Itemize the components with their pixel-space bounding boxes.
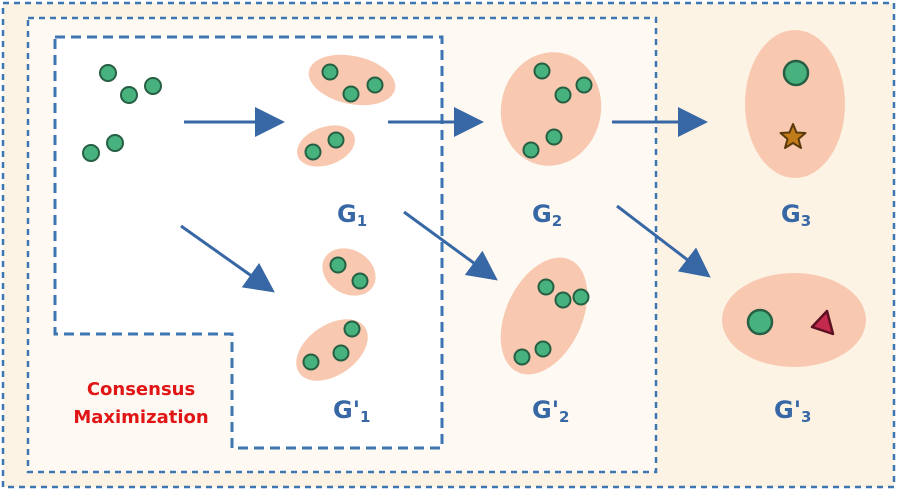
graph-g3 [745,30,845,178]
node-g2-2 [575,76,593,94]
label-g3-prime: G'3 [774,396,811,426]
node-g1p-1 [329,256,347,274]
node-input-3 [120,86,138,104]
node-input-1 [99,64,117,82]
node-g1-4 [327,131,345,149]
node-g1p-3 [343,320,361,338]
node-g3p-1 [746,308,774,336]
arrow-g1-to-g2-prime [403,210,498,281]
graph-g3-prime [722,273,866,367]
node-g2p-1 [537,278,555,296]
arrows [180,107,711,293]
blob-g2p [500,257,588,375]
node-g2-4 [545,128,563,146]
node-g1p-2 [351,272,369,290]
node-g1-5 [304,143,322,161]
label-g1: G1 [337,200,367,230]
node-g1p-5 [302,353,320,371]
label-g3: G3 [781,200,811,230]
graph-g2 [500,52,602,166]
blob-g3p [722,273,866,367]
blob-g2 [500,52,602,166]
triangle-icon [810,309,835,336]
graph-g1-prime [296,248,376,381]
arrow-input-to-g1-prime [180,224,275,293]
node-g1-3 [342,85,360,103]
node-g2p-3 [554,291,572,309]
node-input-4 [106,134,124,152]
node-g3-1 [782,59,810,87]
node-g2-3 [554,86,572,104]
graph-g2-prime [500,257,590,375]
graph-g1 [297,54,396,167]
blob-g3 [745,30,845,178]
label-g2-prime: G'2 [532,396,569,426]
node-g2p-4 [534,340,552,358]
node-g2p-2 [572,288,590,306]
input-nodes [82,64,162,162]
node-g1p-4 [332,344,350,362]
node-g2-1 [533,62,551,80]
label-g1-prime: G'1 [333,396,370,426]
consensus-label-line2: Maximization [73,407,208,428]
consensus-label-line1: Consensus [87,379,195,400]
node-g1-1 [321,63,339,81]
node-g2-5 [522,141,540,159]
node-input-5 [82,144,100,162]
arrow-g2-to-g3-prime [616,204,711,278]
node-g1-2 [366,76,384,94]
label-g2: G2 [532,200,562,230]
node-g2p-5 [513,348,531,366]
star-icon [779,123,807,149]
node-input-2 [144,77,162,95]
